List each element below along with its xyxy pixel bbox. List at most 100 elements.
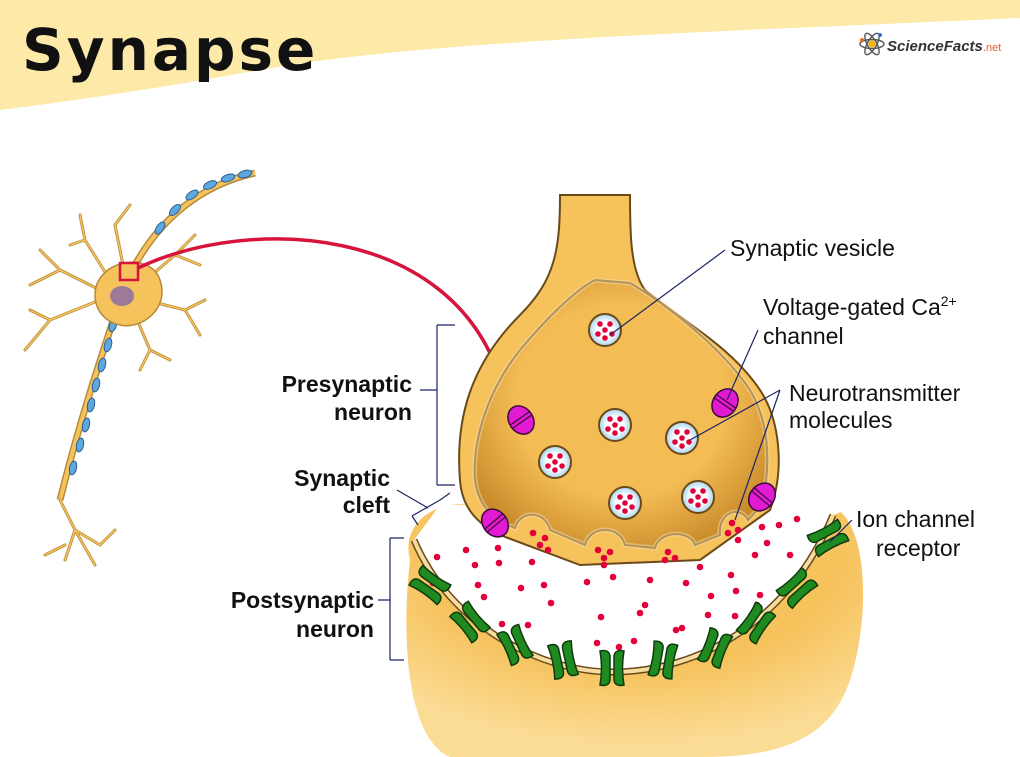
label-presynaptic: Presynaptic <box>282 371 413 397</box>
neurotransmitter-molecule <box>433 553 441 561</box>
neurotransmitter-molecule <box>474 581 482 589</box>
label-cleft-line2: cleft <box>343 492 391 518</box>
myelin-sheath <box>103 337 113 353</box>
synaptic-vesicle <box>681 480 715 514</box>
neurotransmitter-molecule <box>517 584 525 592</box>
neurotransmitter-molecule <box>775 521 783 529</box>
neurotransmitter-molecule <box>606 548 614 556</box>
neurotransmitter-molecule <box>682 579 690 587</box>
neurotransmitter-molecule <box>547 599 555 607</box>
label-ion-channel-line2: receptor <box>876 535 961 561</box>
neurotransmitter-molecule <box>462 546 470 554</box>
neurotransmitter-molecule <box>619 426 625 432</box>
neurotransmitter-molecule <box>686 439 692 445</box>
neurotransmitter-molecule <box>552 467 558 473</box>
neurotransmitter-molecule <box>661 556 669 564</box>
zoom-arrow <box>137 237 502 379</box>
neurotransmitter-molecule <box>536 541 544 549</box>
myelin-sheath <box>220 173 236 183</box>
neurotransmitter-molecule <box>540 581 548 589</box>
neurotransmitter-molecule <box>786 551 794 559</box>
zoom-region-marker <box>118 261 140 282</box>
neurotransmitter-molecule <box>545 463 551 469</box>
neurotransmitter-molecule <box>597 321 603 327</box>
ion-channel-receptor <box>775 566 819 610</box>
label-neurotransmitter-line2: molecules <box>789 407 893 433</box>
neurotransmitter-molecule <box>734 536 742 544</box>
neurotransmitter-molecule <box>622 508 628 514</box>
page-title: Synapse <box>22 16 318 84</box>
neurotransmitter-molecule <box>731 612 739 620</box>
neurotransmitter-molecule <box>704 611 712 619</box>
neurotransmitter-molecule <box>696 563 704 571</box>
neurotransmitter-molecule <box>728 519 736 527</box>
neurotransmitter-molecule <box>636 609 644 617</box>
neurotransmitter-molecule <box>672 626 680 634</box>
label-cleft: Synaptic <box>294 465 390 491</box>
neurotransmitter-molecule <box>595 331 601 337</box>
neurotransmitter-molecule <box>528 558 536 566</box>
neurotransmitter-molecule <box>727 571 735 579</box>
neurotransmitter-molecule <box>672 439 678 445</box>
myelin-sheath <box>185 189 199 201</box>
label-ca-channel-line2: channel <box>763 323 844 349</box>
neurotransmitter-molecule <box>756 591 764 599</box>
neurotransmitter-molecule <box>471 561 479 569</box>
logo-suffix: .net <box>983 42 1001 54</box>
neurotransmitter-molecule <box>480 593 488 601</box>
neurotransmitter-molecule <box>607 416 613 422</box>
sciencefacts-logo: ScienceFacts .net <box>859 32 1001 56</box>
myelin-sheath <box>237 169 253 179</box>
neurotransmitter-molecule <box>630 637 638 645</box>
neurotransmitter-molecule <box>594 546 602 554</box>
synaptic-vesicle <box>608 486 642 520</box>
myelin-sheath <box>75 437 85 453</box>
neurotransmitter-molecule <box>641 601 649 609</box>
neurotransmitter-molecule <box>646 576 654 584</box>
neurotransmitter-molecule <box>615 643 623 651</box>
synaptic-vesicle <box>538 445 572 479</box>
myelin-sheath <box>81 417 91 433</box>
neurotransmitter-molecule <box>695 502 701 508</box>
neurotransmitter-molecule <box>758 523 766 531</box>
neurotransmitter-molecule <box>732 587 740 595</box>
neurotransmitter-molecule <box>690 488 696 494</box>
myelin-sheath <box>86 397 96 413</box>
voltage-gated-ca-channel <box>711 388 739 418</box>
myelin-sheath <box>97 357 107 373</box>
neurotransmitter-molecule <box>664 548 672 556</box>
neurotransmitter-molecule <box>559 463 565 469</box>
label-postsynaptic: Postsynaptic <box>231 587 374 613</box>
neurotransmitter-molecule <box>679 435 685 441</box>
label-synaptic-vesicle: Synaptic vesicle <box>730 235 895 261</box>
neurotransmitter-molecule <box>734 526 742 534</box>
neurotransmitter-molecule <box>552 459 558 465</box>
leader-lines <box>378 249 853 661</box>
synaptic-cleft <box>414 505 860 672</box>
voltage-gated-ca-channel <box>480 508 510 538</box>
neurotransmitter-molecule <box>524 621 532 629</box>
ion-channel-receptor <box>696 626 734 670</box>
neurotransmitter-molecule <box>751 551 759 559</box>
neurotransmitter-molecule <box>597 613 605 621</box>
logo-text: ScienceFacts <box>887 38 983 55</box>
myelin-sheath <box>154 221 166 235</box>
ion-channel-receptor <box>408 564 452 606</box>
neurotransmitter-molecule <box>702 498 708 504</box>
neurotransmitter-molecule <box>688 498 694 504</box>
neurotransmitter-molecule <box>612 422 618 428</box>
label-ca-channel: Voltage-gated Ca2+ <box>763 293 957 320</box>
neurotransmitter-molecule <box>607 321 613 327</box>
ion-channel-receptor <box>448 600 492 644</box>
neuron-illustration <box>23 169 256 567</box>
voltage-gated-ca-channel <box>507 405 535 435</box>
ion-channel-receptor <box>806 518 850 558</box>
neurotransmitter-molecule <box>541 534 549 542</box>
neurotransmitter-molecule <box>617 494 623 500</box>
neurotransmitter-molecule <box>617 416 623 422</box>
neurotransmitter-molecule <box>622 500 628 506</box>
myelin-sheath <box>202 180 218 190</box>
ion-channel-receptor <box>647 640 679 680</box>
ion-channel-receptor <box>495 623 535 667</box>
